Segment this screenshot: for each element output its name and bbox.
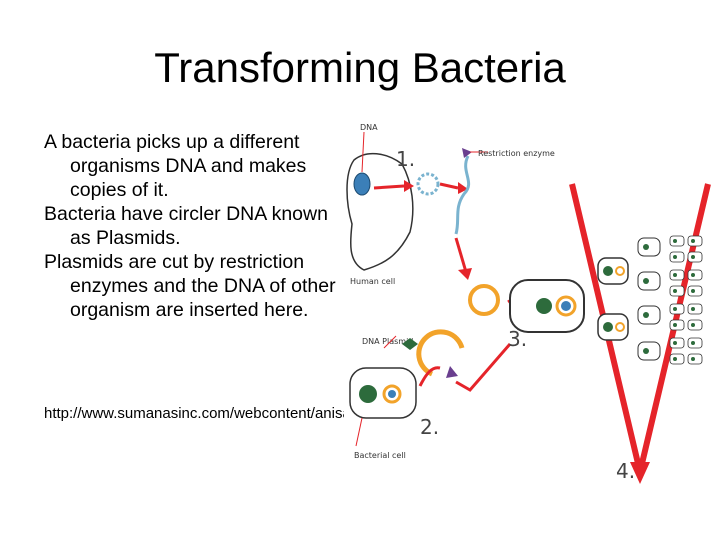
daughter-cells <box>597 235 703 365</box>
source-link[interactable]: http://www.sumanasinc.com/webcontent/ani… <box>44 405 344 422</box>
dna-fragment <box>402 338 418 350</box>
restriction-enzyme <box>454 155 471 235</box>
replication-arrow <box>569 183 711 473</box>
dna-plasmid-label: DNA Plasmid <box>362 337 413 346</box>
plasmid-cloning-diagram: DNA Human cell 1. Restriction enzyme DNA… <box>346 123 711 484</box>
human-cell-label: Human cell <box>350 277 395 286</box>
bullet-list: A bacteria picks up a different organism… <box>44 130 344 322</box>
step-4: 4. <box>616 459 635 483</box>
dna-strand <box>416 172 440 196</box>
arrow-2 <box>418 366 441 387</box>
step-2: 2. <box>420 415 439 439</box>
arrow-1 <box>373 184 405 190</box>
slide-title: Transforming Bacteria <box>154 44 566 91</box>
bacterial-cell-label: Bacterial cell <box>354 451 406 460</box>
human-cell <box>346 152 414 271</box>
bullet-1: A bacteria picks up a different organism… <box>44 131 307 201</box>
step-3: 3. <box>508 327 527 351</box>
recombinant-plasmid <box>416 329 465 377</box>
dna-label: DNA <box>360 123 378 132</box>
plasmid-ring <box>468 284 500 316</box>
step-1: 1. <box>396 147 415 171</box>
bullet-3: Plasmids are cut by restriction enzymes … <box>44 251 336 321</box>
human-cell-nucleus <box>353 172 371 196</box>
bullet-2: Bacteria have circler DNA known as Plasm… <box>44 203 328 249</box>
restriction-enzyme-label: Restriction enzyme <box>478 149 555 158</box>
